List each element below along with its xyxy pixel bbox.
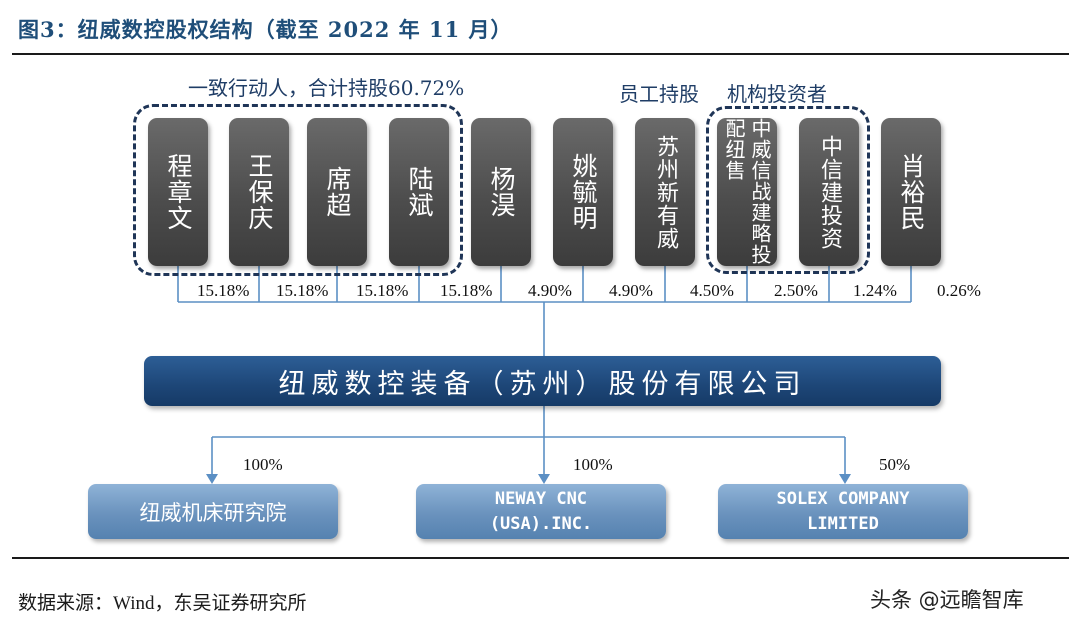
company-name: 纽威数控装备（苏州）股份有限公司 (278, 368, 807, 400)
company-box: 纽威数控装备（苏州）股份有限公司 (144, 356, 941, 406)
concert-group-label: 一致行动人，合计持股60.72% (188, 76, 465, 100)
subsidiary-name: NEWAY CNC (USA).INC. (489, 488, 593, 534)
holder-name: 王保庆 (245, 153, 274, 231)
share-pct: 0.26% (937, 281, 981, 300)
subsidiary-box-research-institute: 纽威机床研究院 (88, 484, 338, 539)
holder-box-citic-strategic-placement: 中威信战建略投配纽售 (717, 118, 777, 266)
subsidiary-name: 纽威机床研究院 (139, 500, 287, 525)
share-pct: 15.18% (440, 281, 493, 300)
subsidiary-share-pct: 50% (879, 455, 911, 474)
bottom-rule (12, 557, 1069, 559)
subsidiary-name: SOLEX COMPANY LIMITED (776, 488, 910, 534)
holder-name: 姚毓明 (569, 153, 598, 231)
share-pct: 15.18% (356, 281, 409, 300)
holder-box-lu-bin: 陆斌 (389, 118, 449, 266)
figure-title: 图3：纽威数控股权结构（截至 2022 年 11 月） (18, 17, 513, 42)
esop-group-label: 员工持股 (619, 82, 699, 106)
holder-box-citic-construction-investment: 中信建投资 (799, 118, 859, 266)
share-pct: 4.50% (690, 281, 734, 300)
concert-group-outline (133, 104, 463, 276)
investor-group-outline (706, 106, 870, 274)
subsidiary-share-pct: 100% (243, 455, 283, 474)
institution-group-label: 机构投资者 (727, 82, 827, 106)
share-pct: 2.50% (774, 281, 818, 300)
holder-box-yang-hao: 杨淏 (471, 118, 531, 266)
top-rule (12, 53, 1069, 55)
holder-box-wang-baoqing: 王保庆 (229, 118, 289, 266)
share-pct: 1.24% (853, 281, 897, 300)
subsidiary-share-pct: 100% (573, 455, 613, 474)
subsidiary-box-solex: SOLEX COMPANY LIMITED (718, 484, 968, 539)
source-text: Wind，东吴证券研究所 (113, 593, 307, 614)
source-label: 数据来源： (18, 592, 114, 614)
holder-name: 杨淏 (487, 166, 516, 218)
holder-box-yao-yuming: 姚毓明 (553, 118, 613, 266)
source-note: 数据来源：Wind，东吴证券研究所 (18, 588, 306, 615)
holder-name: 中信建投资 (817, 134, 842, 250)
holder-name: 肖裕民 (897, 153, 926, 231)
holder-box-suzhou-xinyouwei: 苏州新有威 (635, 118, 695, 266)
holder-box-xiao-yumin: 肖裕民 (881, 118, 941, 266)
share-pct: 15.18% (276, 281, 329, 300)
holder-box-xi-chao: 席超 (307, 118, 367, 266)
holder-box-cheng-zhangwen: 程章文 (148, 118, 208, 266)
holder-name: 中威信战建略投配纽售 (722, 118, 772, 265)
holder-name: 陆斌 (405, 166, 434, 218)
watermark: 头条 @远瞻智库 (870, 588, 1024, 612)
share-pct: 4.90% (609, 281, 653, 300)
subsidiary-box-neway-usa: NEWAY CNC (USA).INC. (416, 484, 666, 539)
holder-name: 苏州新有威 (653, 134, 678, 250)
share-pct: 15.18% (197, 281, 250, 300)
share-pct: 4.90% (528, 281, 572, 300)
holder-name: 席超 (323, 166, 352, 218)
holder-name: 程章文 (164, 153, 193, 231)
